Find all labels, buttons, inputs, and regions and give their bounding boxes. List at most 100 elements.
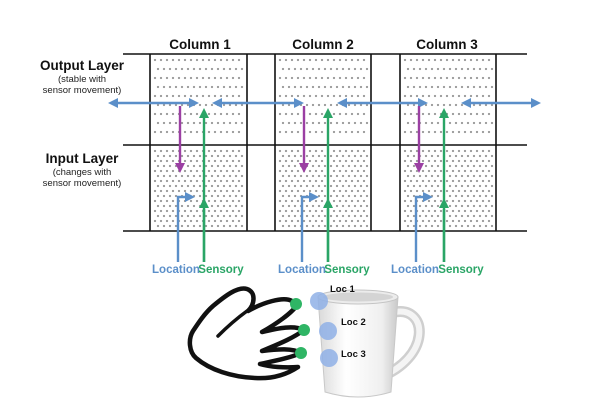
neuron-dot (478, 154, 482, 158)
neuron-dot (278, 209, 282, 213)
neuron-dot (326, 94, 330, 98)
neuron-dot (162, 164, 166, 168)
neuron-dot (180, 214, 184, 218)
neuron-dot (284, 149, 288, 153)
neuron-dot (305, 174, 309, 178)
neuron-dot (487, 169, 491, 173)
neuron-dot (290, 94, 294, 98)
neuron-dot (481, 179, 485, 183)
neuron-dot (317, 154, 321, 158)
neuron-dot (335, 121, 339, 125)
neuron-dot (293, 154, 297, 158)
neuron-dot (204, 103, 208, 107)
neuron-dot (237, 58, 241, 62)
neuron-dot (469, 112, 473, 116)
neuron-dot (421, 58, 425, 62)
neuron-dot (159, 149, 163, 153)
neuron-dot (451, 159, 455, 163)
neuron-dot (475, 199, 479, 203)
neuron-dot (436, 164, 440, 168)
neuron-dot (469, 159, 473, 163)
neuron-dot (320, 112, 324, 116)
neuron-dot (213, 169, 217, 173)
neuron-dot (296, 189, 300, 193)
neuron-dot (347, 154, 351, 158)
neuron-dot (195, 179, 199, 183)
neuron-dot (362, 169, 366, 173)
neuron-dot (356, 189, 360, 193)
neuron-dot (210, 121, 214, 125)
neuron-dot (234, 174, 238, 178)
neuron-dot (311, 204, 315, 208)
neuron-dot (323, 164, 327, 168)
neuron-dot (484, 214, 488, 218)
neuron-dot (460, 184, 464, 188)
neuron-dot (484, 121, 488, 125)
neuron-dot (433, 199, 437, 203)
neuron-dot (403, 130, 407, 134)
neuron-dot (189, 130, 193, 134)
neuron-dot (153, 130, 157, 134)
neuron-dot (448, 184, 452, 188)
neuron-dot (296, 112, 300, 116)
neuron-dot (451, 199, 455, 203)
neuron-dot (424, 164, 428, 168)
neuron-dot (195, 130, 199, 134)
neuron-dot (350, 219, 354, 223)
neuron-dot (409, 169, 413, 173)
neuron-dot (433, 76, 437, 80)
neuron-dot (347, 164, 351, 168)
neuron-dot (406, 103, 410, 107)
neuron-dot (457, 209, 461, 213)
neuron-dot (445, 209, 449, 213)
neuron-dot (323, 224, 327, 228)
neuron-dot (222, 103, 226, 107)
neuron-dot (198, 85, 202, 89)
neuron-dot (234, 121, 238, 125)
neuron-dot (451, 149, 455, 153)
neuron-dot (427, 76, 431, 80)
neuron-dot (433, 169, 437, 173)
neuron-dot (281, 154, 285, 158)
neuron-dot (362, 58, 366, 62)
neuron-dot (335, 154, 339, 158)
loc-3-label: Loc 3 (341, 349, 366, 360)
neuron-dot (353, 204, 357, 208)
neuron-dot (436, 103, 440, 107)
neuron-dot (481, 189, 485, 193)
neuron-dot (168, 67, 172, 71)
neuron-dot (156, 184, 160, 188)
neuron-dot (171, 169, 175, 173)
neuron-dot (463, 159, 467, 163)
neuron-dot (213, 149, 217, 153)
neuron-dot (439, 179, 443, 183)
neuron-dot (234, 214, 238, 218)
neuron-dot (460, 204, 464, 208)
neuron-dot (302, 199, 306, 203)
neuron-dot (290, 179, 294, 183)
neuron-dot (156, 174, 160, 178)
neuron-dot (430, 224, 434, 228)
neuron-dot (171, 58, 175, 62)
neuron-dot (332, 169, 336, 173)
neuron-dot (448, 103, 452, 107)
neuron-dot (168, 103, 172, 107)
neuron-dot (415, 130, 419, 134)
neuron-dot (314, 112, 318, 116)
neuron-dot (284, 209, 288, 213)
neuron-dot (231, 130, 235, 134)
neuron-dot (219, 189, 223, 193)
neuron-dot (240, 154, 244, 158)
neuron-dot (341, 67, 345, 71)
neuron-dot (222, 184, 226, 188)
neuron-dot (436, 67, 440, 71)
neuron-dot (478, 184, 482, 188)
neuron-dot (448, 224, 452, 228)
neuron-dot (484, 204, 488, 208)
lateral-connections (108, 98, 541, 108)
neuron-dot (281, 214, 285, 218)
neuron-dot (320, 199, 324, 203)
neuron-dot (225, 130, 229, 134)
neuron-dot (469, 169, 473, 173)
neuron-dot (484, 224, 488, 228)
